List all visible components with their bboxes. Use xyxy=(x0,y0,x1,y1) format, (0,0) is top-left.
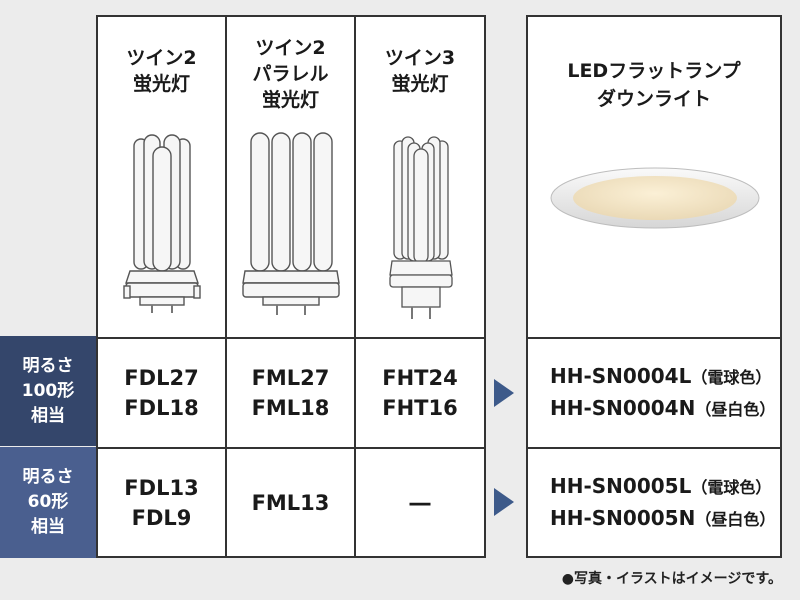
led-downlight-header: LEDフラットランプ ダウンライト xyxy=(528,17,780,337)
row2-led-models: HH-SN0005L（電球色） HH-SN0005N（昼白色） xyxy=(528,449,780,556)
twin2-lamp-icon xyxy=(123,134,201,313)
arrow-right-icon xyxy=(494,488,514,516)
twin3-lamp-icon xyxy=(389,136,453,319)
row2-twin2-cell: FDL13 FDL9 xyxy=(124,475,199,530)
model-line: HH-SN0004L（電球色） xyxy=(550,364,772,388)
column-twin2-parallel: ツイン2 パラレル 蛍光灯 xyxy=(227,17,354,337)
row2-twin2-parallel-cell: FML13 xyxy=(251,490,330,515)
column-twin2: ツイン2 蛍光灯 xyxy=(98,17,225,337)
model-line: HH-SN0004N（昼白色） xyxy=(550,396,776,420)
column-twin3: ツイン3 蛍光灯 xyxy=(356,17,484,337)
footnote: ●写真・イラストはイメージです。 xyxy=(561,571,782,587)
row2-twin3-cell: ― xyxy=(409,490,431,515)
arrow-right-icon xyxy=(494,379,514,407)
model-line: HH-SN0005L（電球色） xyxy=(550,473,772,498)
row1-led-models: HH-SN0004L（電球色） HH-SN0004N（昼白色） xyxy=(528,339,780,447)
downlight-icon xyxy=(550,167,760,229)
row-label-60: 明るさ 60形 相当 xyxy=(0,447,96,558)
row1-twin2-parallel-cell: FML27 FML18 xyxy=(251,366,330,420)
twin2-parallel-lamp-icon xyxy=(242,132,340,315)
model-line: HH-SN0005N（昼白色） xyxy=(550,505,776,530)
led-replacement-table: LEDフラットランプ ダウンライト HH-SN0004L（電球色） HH-SN0… xyxy=(526,15,782,558)
fluorescent-table: ツイン2 蛍光灯 ツイン2 パラレル 蛍光灯 xyxy=(96,15,486,558)
row-label-100: 明るさ 100形 相当 xyxy=(0,336,96,446)
row1-twin3-cell: FHT24 FHT16 xyxy=(382,366,458,420)
row1-twin2-cell: FDL27 FDL18 xyxy=(124,366,199,420)
